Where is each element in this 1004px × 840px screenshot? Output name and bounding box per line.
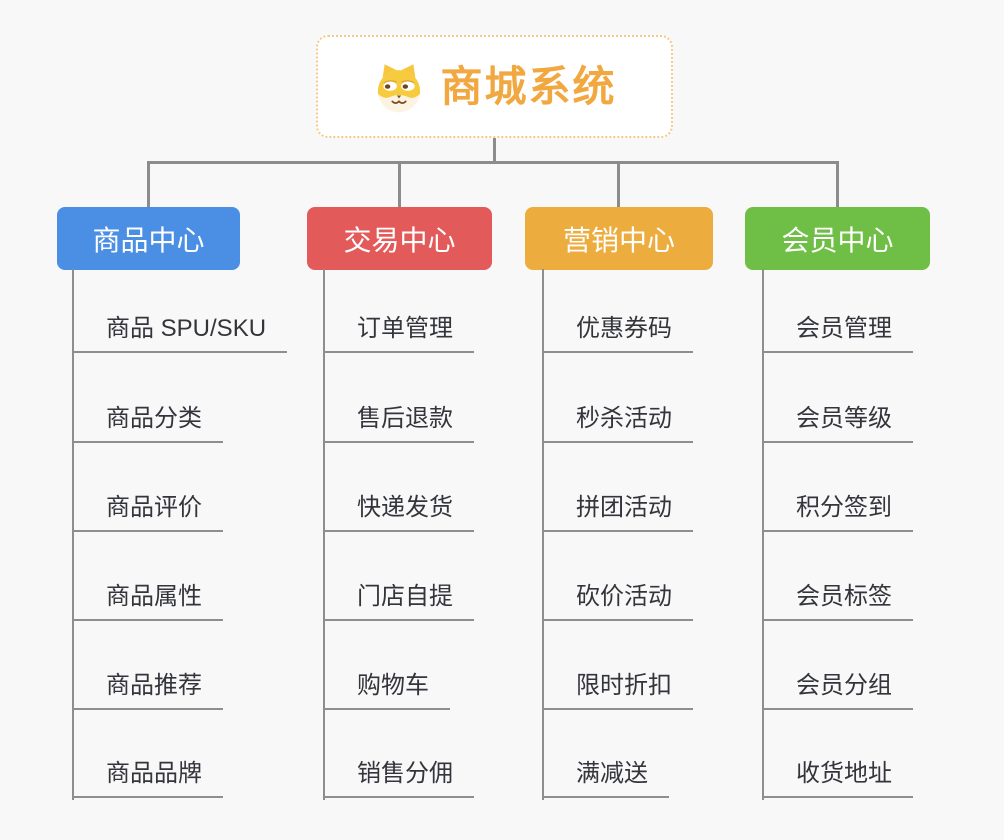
branch-spine-member	[762, 269, 764, 800]
branch-spine-trade	[323, 269, 325, 800]
branch-label: 营销中心	[562, 224, 675, 256]
leaf-node-product-spu-sku[interactable]: 商品 SPU/SKU	[72, 307, 288, 353]
shiba-dog-icon	[372, 60, 426, 114]
branch-label: 交易中心	[343, 224, 456, 256]
leaf-node-aftersale-refund[interactable]: 售后退款	[323, 397, 474, 443]
leaf-node-shipping-address[interactable]: 收货地址	[762, 752, 913, 798]
branch-box-member-center[interactable]: 会员中心	[745, 207, 930, 270]
connector-stub-member	[836, 161, 839, 208]
leaf-node-member-management[interactable]: 会员管理	[762, 307, 913, 353]
connector-rail	[147, 161, 839, 164]
branch-box-trade-center[interactable]: 交易中心	[307, 207, 492, 270]
leaf-node-bargain-activity[interactable]: 砍价活动	[542, 575, 693, 621]
leaf-node-order-management[interactable]: 订单管理	[323, 307, 474, 353]
branch-spine-marketing	[542, 269, 544, 800]
branch-box-marketing-center[interactable]: 营销中心	[525, 207, 713, 270]
leaf-node-store-pickup[interactable]: 门店自提	[323, 575, 474, 621]
leaf-node-product-attribute[interactable]: 商品属性	[72, 575, 223, 621]
connector-stem	[493, 138, 496, 164]
leaf-node-member-groups[interactable]: 会员分组	[762, 664, 913, 710]
leaf-node-points-checkin[interactable]: 积分签到	[762, 486, 913, 532]
leaf-node-express-delivery[interactable]: 快递发货	[323, 486, 474, 532]
connector-stub-trade	[398, 161, 401, 208]
leaf-node-sales-commission[interactable]: 销售分佣	[323, 752, 474, 798]
connector-stub-marketing	[617, 161, 620, 208]
leaf-node-member-level[interactable]: 会员等级	[762, 397, 913, 443]
leaf-node-flash-sale[interactable]: 秒杀活动	[542, 397, 693, 443]
leaf-node-full-reduction[interactable]: 满减送	[542, 752, 669, 798]
leaf-node-coupon-code[interactable]: 优惠券码	[542, 307, 693, 353]
root-node[interactable]: 商城系统	[316, 35, 673, 138]
leaf-node-product-recommend[interactable]: 商品推荐	[72, 664, 223, 710]
leaf-node-member-tags[interactable]: 会员标签	[762, 575, 913, 621]
leaf-node-product-brand[interactable]: 商品品牌	[72, 752, 223, 798]
leaf-node-limited-time-discount[interactable]: 限时折扣	[542, 664, 693, 710]
root-title: 商城系统	[440, 62, 617, 110]
branch-label: 会员中心	[781, 224, 894, 256]
connector-stub-product	[147, 161, 150, 208]
branch-spine-product	[72, 269, 74, 800]
branch-box-product-center[interactable]: 商品中心	[57, 207, 240, 270]
leaf-node-product-review[interactable]: 商品评价	[72, 486, 223, 532]
leaf-node-product-category[interactable]: 商品分类	[72, 397, 223, 443]
leaf-node-shopping-cart[interactable]: 购物车	[323, 664, 450, 710]
leaf-node-group-buy[interactable]: 拼团活动	[542, 486, 693, 532]
branch-label: 商品中心	[92, 224, 205, 256]
